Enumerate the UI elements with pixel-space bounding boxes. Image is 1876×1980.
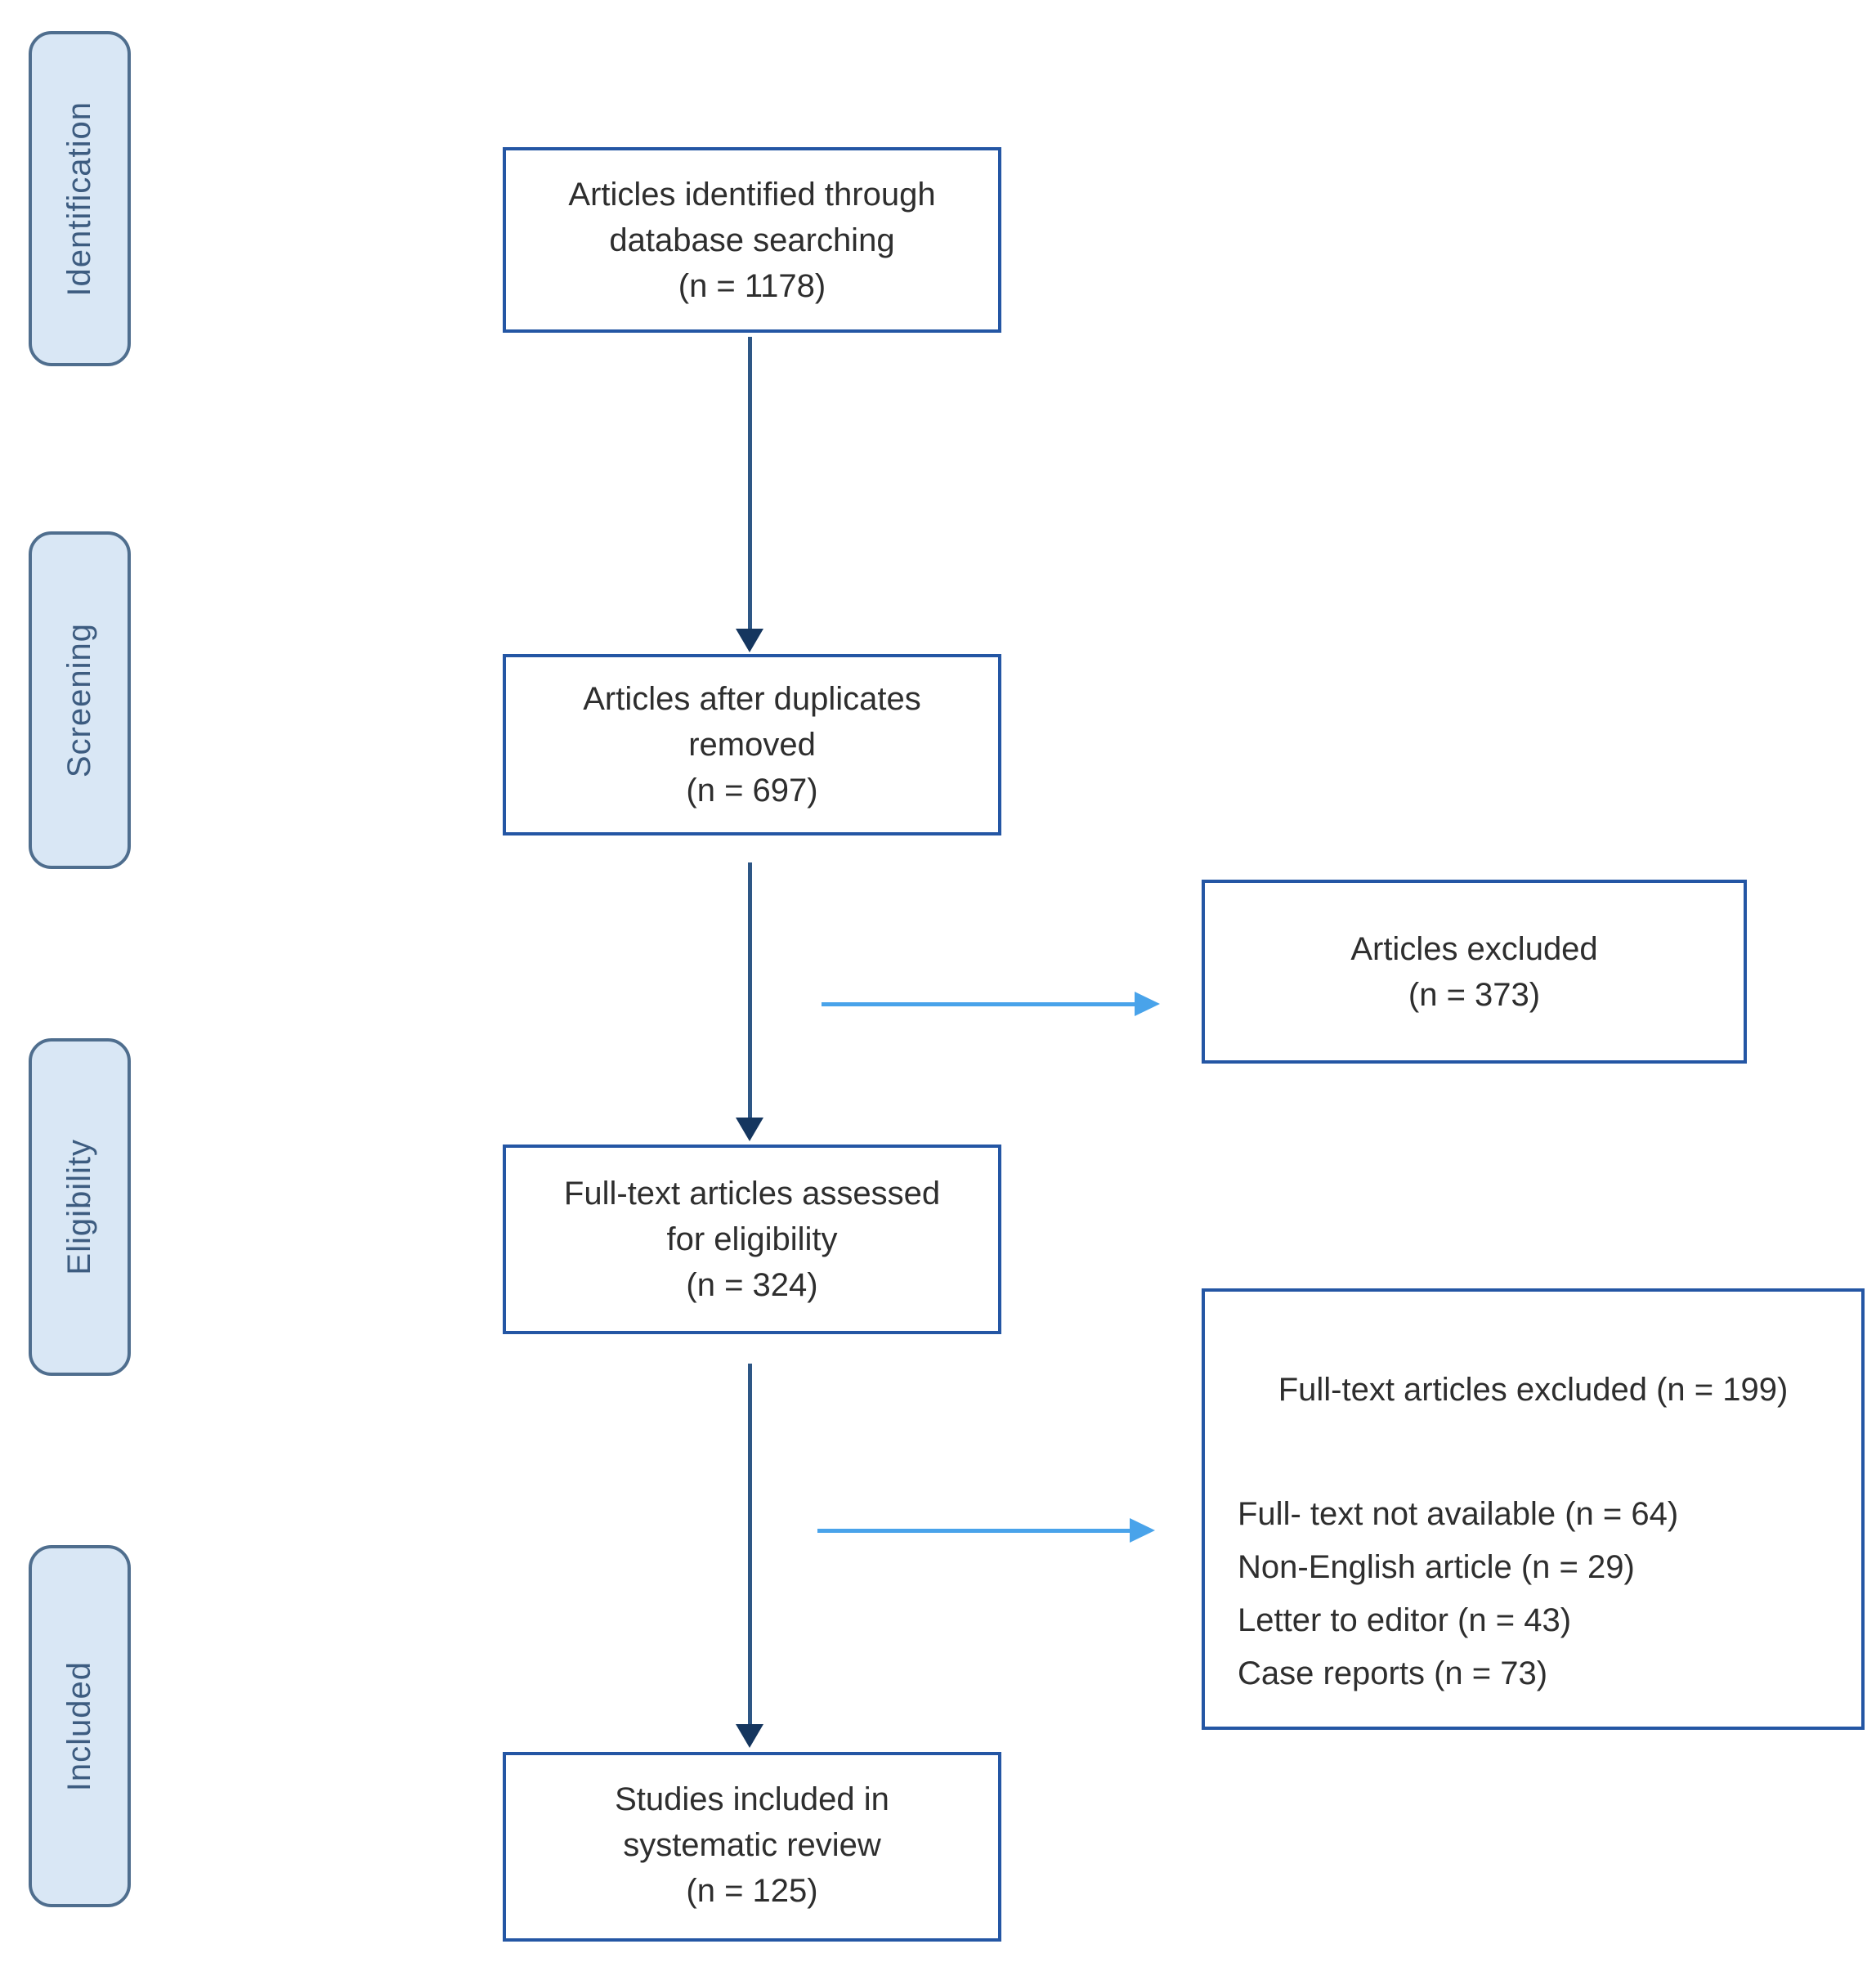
down-arrow-stem	[748, 862, 752, 1118]
exclusion-reason-list: Full- text not available (n = 64) Non-En…	[1205, 1488, 1861, 1700]
down-arrow-head-icon	[736, 1724, 763, 1748]
stage-label-identification: Identification	[29, 31, 131, 366]
down-arrow-head-icon	[736, 629, 763, 652]
exclusion-box-title: Full-text articles excluded (n = 199)	[1278, 1372, 1789, 1408]
down-arrow-stem	[748, 337, 752, 629]
stage-label-screening: Screening	[29, 531, 131, 869]
flow-box-count: (n = 125)	[686, 1873, 818, 1909]
flow-box-line: Studies included in	[615, 1781, 889, 1817]
flow-box-line: Articles after duplicates	[583, 681, 921, 717]
exclusion-box-line: Articles excluded	[1350, 930, 1598, 967]
stage-label-text: Eligibility	[61, 1139, 97, 1275]
right-arrow-stem	[822, 1002, 1136, 1006]
exclusion-reason-item: Letter to editor (n = 43)	[1238, 1602, 1572, 1638]
right-arrow-stem	[817, 1529, 1131, 1533]
flow-box-articles-identified: Articles identified through database sea…	[503, 147, 1001, 333]
flow-box-line: database searching	[609, 222, 895, 258]
flow-box-count: (n = 1178)	[678, 267, 826, 304]
flow-box-studies-included: Studies included in systematic review (n…	[503, 1752, 1001, 1942]
flow-box-line: for eligibility	[666, 1221, 838, 1257]
exclusion-reason-item: Case reports (n = 73)	[1238, 1655, 1548, 1691]
down-arrow-stem	[748, 1364, 752, 1725]
exclusion-box-fulltext-excluded: Full-text articles excluded (n = 199) Fu…	[1202, 1288, 1865, 1730]
right-arrow-head-icon	[1130, 1518, 1155, 1543]
flow-box-duplicates-removed: Articles after duplicates removed (n = 6…	[503, 654, 1001, 835]
stage-label-eligibility: Eligibility	[29, 1038, 131, 1376]
stage-label-text: Screening	[61, 622, 97, 778]
flow-box-line: Full-text articles assessed	[563, 1176, 941, 1212]
exclusion-reason-item: Full- text not available (n = 64)	[1238, 1496, 1679, 1532]
stage-label-included: Included	[29, 1545, 131, 1907]
exclusion-reason-item: Non-English article (n = 29)	[1238, 1549, 1635, 1585]
flow-box-line: removed	[688, 727, 816, 763]
stage-label-text: Included	[61, 1660, 97, 1792]
exclusion-box-count: (n = 373)	[1408, 976, 1541, 1013]
flow-box-line: systematic review	[623, 1827, 881, 1863]
flow-box-fulltext-assessed: Full-text articles assessed for eligibil…	[503, 1145, 1001, 1334]
flow-box-line: Articles identified through	[568, 176, 936, 213]
flow-box-count: (n = 324)	[686, 1267, 818, 1303]
right-arrow-head-icon	[1135, 992, 1160, 1016]
down-arrow-head-icon	[736, 1118, 763, 1141]
stage-label-text: Identification	[61, 101, 97, 297]
exclusion-box-articles-excluded: Articles excluded (n = 373)	[1202, 880, 1747, 1064]
flow-box-count: (n = 697)	[686, 773, 818, 809]
